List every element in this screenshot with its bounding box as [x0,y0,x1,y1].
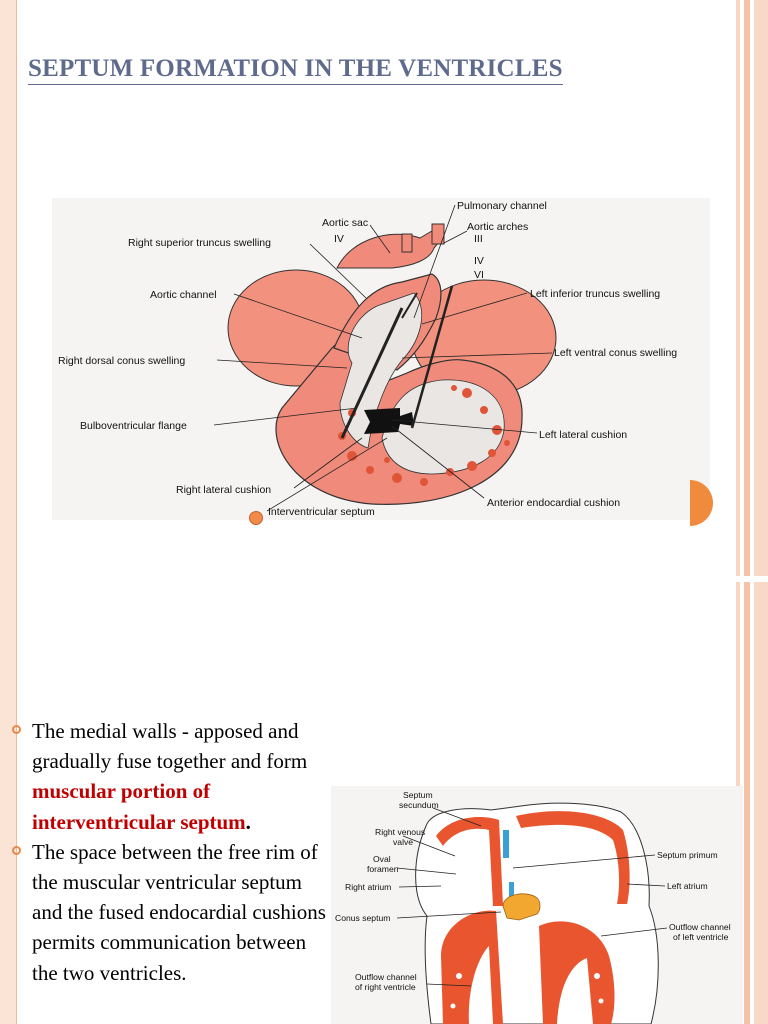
label-left-inferior-truncus-swelling: Left inferior truncus swelling [530,288,660,300]
label-aortic-channel: Aortic channel [150,289,217,301]
label-outflow-right-1: Outflow channel [355,972,417,982]
bullet-item: The space between the free rim of the mu… [12,837,332,988]
heart-section-diagram: Septum secundum Right venous valve Oval … [331,786,743,1024]
left-frame-line [16,0,17,1024]
bullet-text: The medial walls - apposed and gradually… [32,719,308,774]
label-right-venous-valve-2: valve [393,837,413,847]
ventricle-septation-diagram: Pulmonary channel Aortic sac Aortic arch… [52,198,710,520]
bullet-text: The space between the free rim of the mu… [32,839,326,985]
bullet-period: . [245,809,251,834]
left-frame-band [0,0,16,1024]
label-left-ventral-conus-swelling: Left ventral conus swelling [554,347,677,359]
label-right-sup-iv: IV [334,233,344,245]
label-conus-septum: Conus septum [335,913,390,923]
label-right-superior-truncus-swelling: Right superior truncus swelling [128,237,271,249]
right-frame-divider [736,576,768,582]
label-aortic-sac: Aortic sac [322,217,368,229]
label-right-venous-valve-1: Right venous [375,827,425,837]
label-septum-secundum-2: secundum [399,800,439,810]
label-outflow-right-2: of right ventricle [355,982,416,992]
label-arch-vi: VI [474,269,484,281]
label-septum-primum: Septum primum [657,850,718,860]
bullet-item: The medial walls - apposed and gradually… [12,716,332,837]
bullet-circle-icon [12,725,21,734]
label-bulboventricular-flange: Bulboventricular flange [80,420,187,432]
bullet-highlight: muscular portion of interventricular sep… [32,779,246,834]
label-outflow-left-2: of left ventricle [673,932,729,942]
slide-title: SEPTUM FORMATION IN THE VENTRICLES [28,54,563,85]
accent-half-circle [690,480,730,526]
label-arch-iv: IV [474,255,484,267]
label-left-atrium: Left atrium [667,881,708,891]
label-aortic-arches: Aortic arches [467,221,528,233]
label-right-lateral-cushion: Right lateral cushion [176,484,271,496]
label-interventricular-septum: Interventricular septum [268,506,375,518]
label-oval-foramen-2: foramen [367,864,399,874]
bullet-list: The medial walls - apposed and gradually… [12,716,332,988]
label-arch-iii: III [474,233,483,245]
label-right-atrium: Right atrium [345,882,391,892]
bullet-circle-icon [12,845,21,855]
label-oval-foramen-1: Oval [373,854,391,864]
bullet-dot-decoration [249,511,263,525]
label-left-lateral-cushion: Left lateral cushion [539,429,627,441]
label-pulmonary-channel: Pulmonary channel [457,200,547,212]
label-septum-secundum-1: Septum [403,790,433,800]
label-outflow-left-1: Outflow channel [669,922,731,932]
label-anterior-endocardial-cushion: Anterior endocardial cushion [487,497,620,509]
label-right-dorsal-conus-swelling: Right dorsal conus swelling [58,355,185,367]
